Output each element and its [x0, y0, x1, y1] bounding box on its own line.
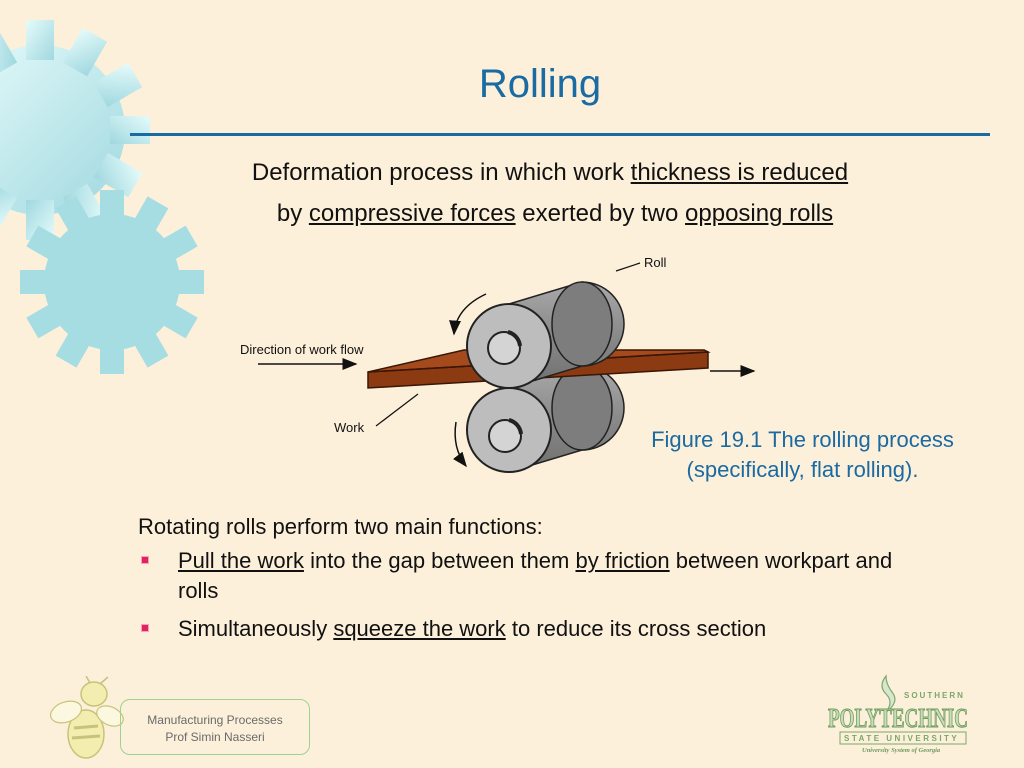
title-divider — [130, 133, 990, 136]
item-text: Simultaneously — [178, 616, 334, 641]
rotation-arrow-bottom — [452, 421, 467, 468]
intro-emphasis: opposing rolls — [685, 200, 834, 227]
rolling-diagram: Roll Direction of work flow Work — [240, 255, 756, 474]
course-footer: Manufacturing Processes Prof Simin Nasse… — [120, 699, 310, 755]
flow-direction-label: Direction of work flow — [240, 342, 364, 357]
svg-text:STATE UNIVERSITY: STATE UNIVERSITY — [844, 734, 959, 743]
footer-course: Manufacturing Processes — [147, 713, 283, 727]
bottom-roll — [466, 365, 625, 474]
item-text: between workpart and rolls — [178, 548, 893, 603]
figure-caption: Figure 19.1 The rolling process (specifi… — [651, 427, 954, 482]
rotation-arrow-top — [449, 293, 487, 336]
intro-line-2: by compressive forces exerted by two opp… — [140, 193, 960, 234]
list-item: Simultaneously squeeze the work to reduc… — [138, 614, 938, 644]
item-emphasis: Pull the work — [178, 548, 304, 573]
roll-leader — [615, 262, 641, 272]
item-emphasis: squeeze the work — [333, 616, 506, 641]
roll-label: Roll — [644, 255, 667, 270]
polytechnic-logo: SOUTHERN POLYTECHNIC STATE UNIVERSITY Un… — [828, 674, 969, 754]
item-text: to reduce its cross section — [505, 616, 767, 641]
intro-text: exerted by two — [515, 200, 686, 227]
gear-icon — [20, 190, 204, 374]
work-label: Work — [334, 420, 365, 435]
svg-text:University System of Georgia: University System of Georgia — [862, 747, 941, 754]
bullet-icon — [142, 557, 148, 563]
item-text: into the gap between them — [303, 548, 576, 573]
intro-text: by — [276, 200, 309, 227]
intro-emphasis: compressive forces — [308, 200, 516, 227]
footer-instructor: Prof Simin Nasseri — [165, 730, 265, 744]
top-roll — [466, 281, 625, 390]
svg-text:POLYTECHNIC: POLYTECHNIC — [828, 703, 968, 733]
functions-list: Pull the work into the gap between them … — [138, 546, 938, 644]
functions-section: Rotating rolls perform two main function… — [138, 512, 938, 652]
bee-mascot-icon — [50, 676, 124, 759]
work-leader — [375, 393, 419, 427]
slide-title: Rolling — [478, 62, 602, 106]
gear-decoration — [0, 20, 204, 374]
intro-emphasis: thickness is reduced — [630, 159, 849, 186]
intro-definition: Deformation process in which work thickn… — [140, 152, 960, 234]
bullet-icon — [142, 625, 148, 631]
item-emphasis: by friction — [575, 548, 670, 573]
functions-lead: Rotating rolls perform two main function… — [138, 514, 543, 539]
list-item: Pull the work into the gap between them … — [138, 546, 938, 606]
intro-text: Deformation process in which work — [251, 159, 631, 186]
svg-text:SOUTHERN: SOUTHERN — [904, 691, 965, 700]
